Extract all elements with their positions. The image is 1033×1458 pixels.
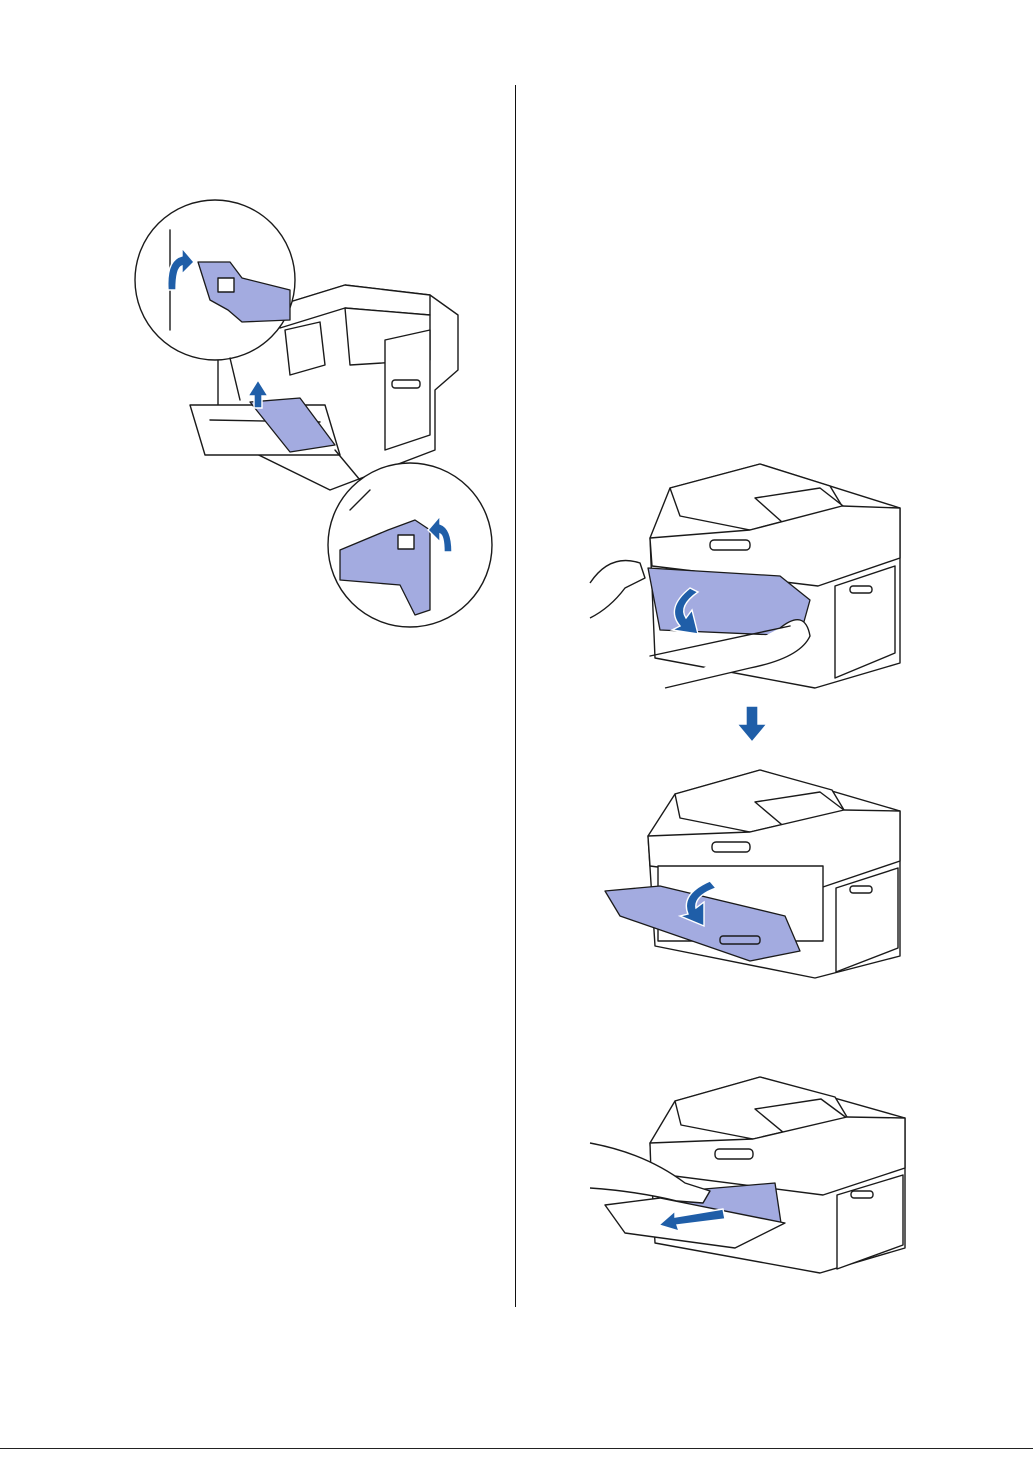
column-divider [515, 85, 516, 1307]
rear-fuser-levers-illustration [130, 190, 500, 630]
page-bottom-rule [0, 1448, 1033, 1449]
open-front-cover-illustration [580, 458, 910, 703]
down-arrow-icon [735, 704, 769, 744]
front-cover-opened-illustration [600, 766, 915, 984]
remove-drum-illustration [585, 1073, 915, 1278]
